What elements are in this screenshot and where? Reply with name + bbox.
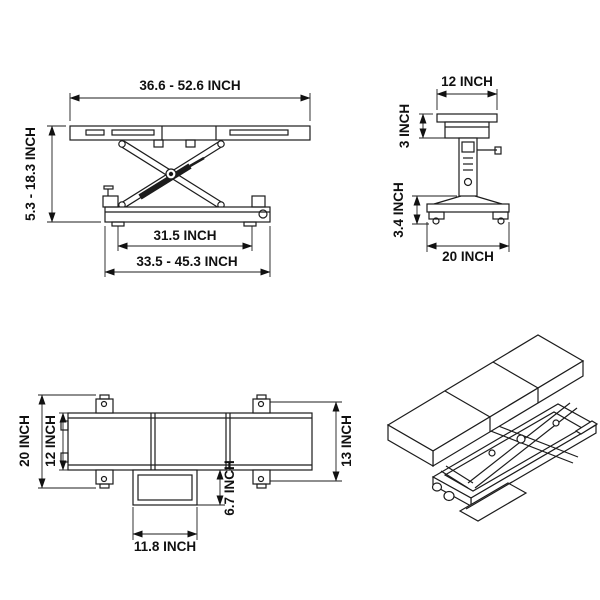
end-view-platform: [436, 113, 498, 139]
dim-side-frame-length-lines: [104, 226, 271, 277]
dim-label-side-lift-height: 5.3 - 18.3 INCH: [23, 127, 38, 221]
dim-top-plate-depth-lines: [197, 469, 225, 506]
dim-label-side-overall-length: 36.6 - 52.6 INCH: [139, 78, 240, 93]
end-view: 12 INCH 3 INCH 3.4 INCH 20 INCH: [391, 74, 510, 264]
top-view: 20 INCH 12 INCH 13 INCH 6.7 INCH 11.8 IN…: [17, 394, 354, 554]
side-view: 36.6 - 52.6 INCH 5.3 - 18.3 INCH 31.5 IN…: [23, 78, 311, 277]
dim-label-end-top-width: 12 INCH: [441, 74, 493, 89]
dim-side-overall-length-lines: [69, 93, 311, 121]
isometric-view: [386, 334, 599, 522]
dim-label-top-right-overall: 13 INCH: [339, 415, 354, 467]
iso-platform: [386, 334, 585, 468]
dim-label-top-plate-length: 11.8 INCH: [134, 539, 196, 554]
iso-foot-pedal: [458, 481, 528, 522]
dim-label-top-plate-depth: 6.7 INCH: [222, 460, 237, 516]
dim-label-top-overall-width: 20 INCH: [17, 415, 32, 467]
dim-label-end-base-width: 20 INCH: [442, 249, 494, 264]
dim-top-platform-width-lines: [59, 412, 68, 471]
dim-label-end-platform-thickness: 3 INCH: [397, 104, 412, 148]
dim-end-top-width-lines: [436, 89, 498, 110]
dim-end-base-width-lines: [426, 222, 510, 252]
dim-label-side-frame-inner: 31.5 INCH: [153, 228, 216, 243]
dim-end-base-height-lines: [412, 195, 457, 225]
dim-side-lift-height-lines: [47, 125, 101, 223]
top-view-platform: [60, 412, 313, 471]
dim-end-platform-thickness-lines: [419, 113, 445, 139]
top-view-side-plate: [132, 469, 198, 506]
end-view-column: [458, 137, 502, 197]
dim-top-overall-width-lines: [38, 394, 96, 489]
side-view-scissor: [118, 140, 225, 209]
end-view-base: [426, 195, 510, 225]
dim-label-top-platform-width: 12 INCH: [43, 415, 58, 467]
dim-label-side-frame-length: 33.5 - 45.3 INCH: [136, 254, 237, 269]
side-view-platform: [69, 125, 311, 148]
dim-side-frame-inner-lines: [117, 226, 253, 251]
top-view-corner-clamps: [95, 394, 271, 489]
dim-top-right-overall-lines: [270, 401, 342, 482]
side-view-base-frame: [102, 185, 271, 227]
dim-label-end-base-height: 3.4 INCH: [391, 182, 406, 238]
dim-top-plate-length-lines: [132, 507, 198, 540]
